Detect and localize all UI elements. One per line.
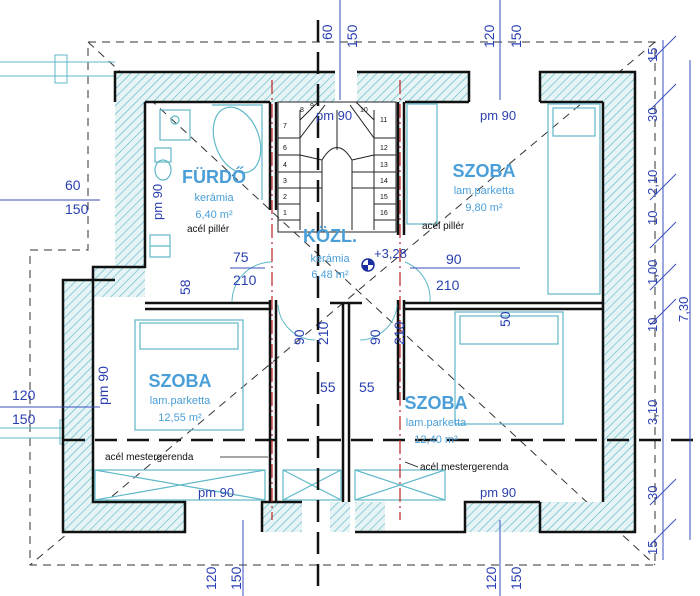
dimension-value: 90: [367, 329, 383, 345]
dimension-value: 150: [344, 24, 360, 48]
dimension-value: 75: [233, 249, 249, 265]
dimension-value: 150: [508, 566, 524, 590]
dimension-value: 210: [233, 272, 257, 288]
pillar-note: acél pillér: [187, 224, 230, 235]
room-label-se: SZOBA lam.parketta 12,40 m²: [405, 393, 468, 446]
room-label-ne: SZOBA lam.parketta 9,80 m²: [453, 161, 516, 214]
dimension-value: pm 90: [480, 108, 516, 123]
staircase: [277, 101, 397, 233]
step-number: 2: [283, 194, 287, 201]
step-number: 3: [283, 178, 287, 185]
dimension-value: 10: [645, 318, 660, 332]
step-number: 1: [283, 210, 287, 217]
room-area: 6,40 m²: [195, 209, 233, 221]
room-floor: lam.parketta: [406, 417, 467, 429]
dimension-value: 2,10: [645, 170, 660, 195]
step-number: 4: [283, 162, 287, 169]
dimension-value: 50: [497, 311, 513, 327]
dimension-value: 30: [645, 486, 660, 500]
room-name: SZOBA: [405, 393, 468, 413]
dimension-value: 7,30: [676, 297, 691, 322]
dimension-value: 60: [65, 177, 81, 193]
dimension-value: 150: [12, 411, 36, 427]
step-number: 7: [283, 123, 287, 130]
dimension-value: 90: [446, 251, 462, 267]
dimension-value: 120: [12, 387, 36, 403]
room-area: 9,80 m²: [465, 202, 503, 214]
step-number: 16: [380, 210, 388, 217]
step-number: 11: [380, 117, 387, 124]
dimension-value: 150: [65, 201, 89, 217]
dimension-value: 10: [645, 211, 660, 225]
pillar-note: acél pillér: [422, 221, 465, 232]
step-number: 9: [310, 103, 314, 110]
level-marker: [361, 258, 375, 272]
room-area: 6,48 m²: [311, 269, 349, 281]
doors: [231, 261, 431, 341]
dimension-value: pm 90: [95, 366, 111, 405]
stair-numbers: 1 2 3 4 6 7 8 9 10 11 12 13 14 15 16: [283, 103, 388, 217]
balcony-rails: [0, 54, 115, 445]
room-label-bath: FÜRDŐ kerámia 6,40 m²: [182, 166, 246, 221]
step-number: 13: [380, 162, 388, 169]
room-name: KÖZL.: [303, 226, 357, 246]
beam-note: acél mestergerenda: [105, 452, 194, 463]
dimension-value: 150: [508, 24, 524, 48]
annotations: acél pillér acél pillér acél mestergeren…: [105, 221, 509, 473]
room-area: 12,55 m²: [158, 412, 202, 424]
dimension-value: 210: [315, 321, 331, 345]
interior-walls: [145, 102, 603, 502]
dimension-value: pm 90: [480, 485, 516, 500]
room-label-hall: KÖZL. kerámia 6,48 m² +3,28: [303, 226, 407, 281]
furniture: [94, 103, 601, 501]
room-floor: lam.parketta: [150, 395, 211, 407]
level-value: +3,28: [374, 246, 407, 261]
exterior-walls: [61, 70, 637, 534]
dimension-labels: 60 150 120 150 pm 90 pm 90 60 150 pm 90 …: [12, 24, 691, 590]
room-floor: kerámia: [310, 253, 350, 265]
dimension-value: 15: [645, 541, 660, 555]
step-number: 8: [300, 107, 304, 114]
step-number: 12: [380, 145, 388, 152]
steel-beams: [63, 20, 700, 596]
room-label-sw: SZOBA lam.parketta 12,55 m²: [149, 371, 212, 424]
beam-note: acél mestergerenda: [420, 462, 509, 473]
dimension-value: 55: [320, 379, 336, 395]
dimension-value: 58: [177, 279, 193, 295]
room-floor: lam.parketta: [454, 185, 515, 197]
dimension-value: 210: [436, 277, 460, 293]
dimension-value: 120: [481, 24, 497, 48]
dimension-value: 55: [359, 379, 375, 395]
dimension-value: 1,00: [645, 260, 660, 285]
room-name: SZOBA: [149, 371, 212, 391]
room-floor: kerámia: [194, 192, 234, 204]
dimension-value: pm 90: [150, 184, 165, 220]
dimension-value: 3,10: [645, 400, 660, 425]
dimension-value: 15: [645, 48, 660, 62]
dimension-value: 60: [319, 24, 335, 40]
room-name: SZOBA: [453, 161, 516, 181]
room-area: 12,40 m²: [414, 434, 458, 446]
room-name: FÜRDŐ: [182, 166, 246, 187]
bathroom-fixtures: [149, 104, 263, 258]
dimension-value: 30: [645, 108, 660, 122]
step-number: 15: [380, 194, 388, 201]
dimension-value: 210: [391, 321, 407, 345]
dimension-value: 90: [291, 329, 307, 345]
step-number: 10: [360, 107, 368, 114]
dimension-value: 120: [483, 566, 499, 590]
step-number: 14: [380, 178, 388, 185]
dimension-value: pm 90: [198, 485, 234, 500]
dimension-value: 150: [228, 566, 244, 590]
dimension-value: pm 90: [316, 108, 352, 123]
dimension-value: 120: [203, 566, 219, 590]
step-number: 6: [283, 145, 287, 152]
